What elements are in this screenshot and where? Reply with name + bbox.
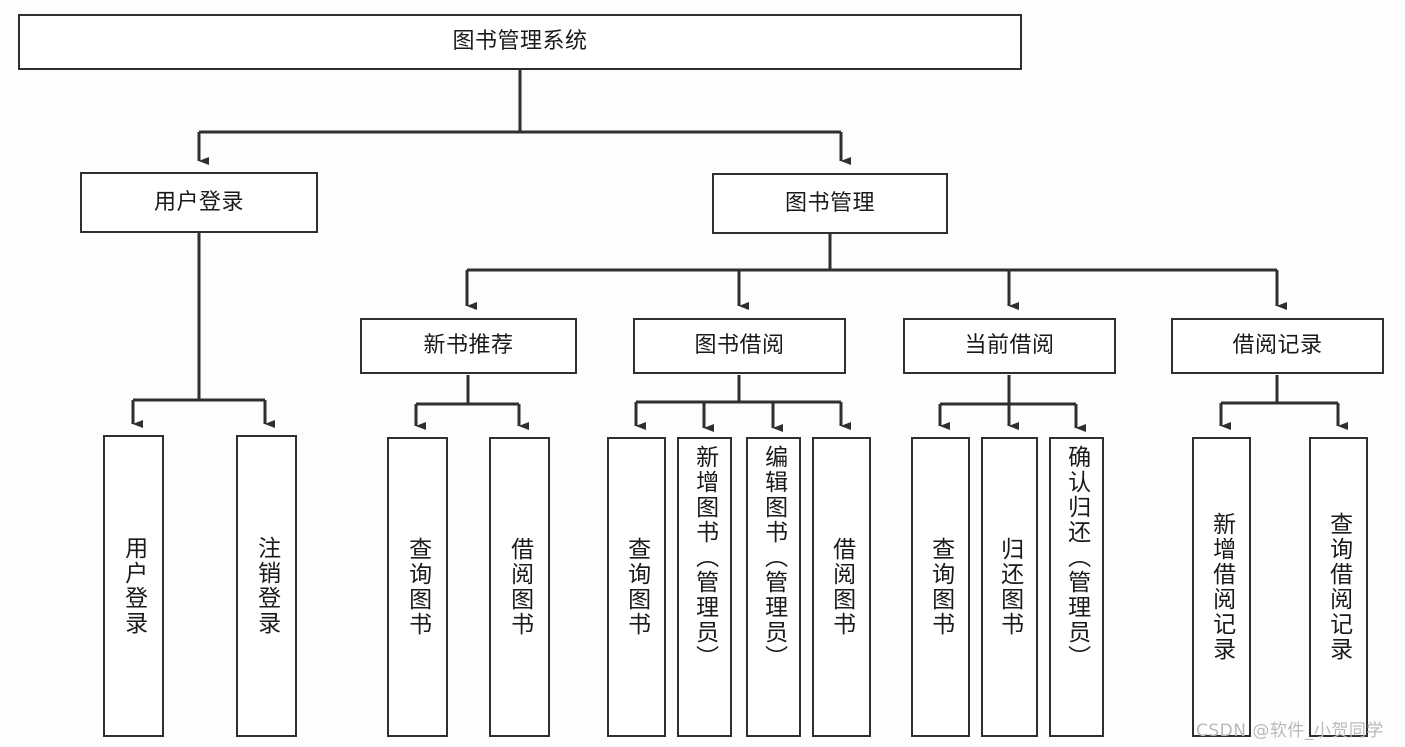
node-leaf-query-borrow-record[interactable]: 查询借阅记录 [1309, 437, 1368, 737]
node-new-book-recommend[interactable]: 新书推荐 [360, 318, 577, 374]
node-leaf-borrow-book-1-label: 借阅图书 [506, 537, 533, 637]
node-leaf-borrow-book-2[interactable]: 借阅图书 [812, 437, 871, 737]
node-leaf-borrow-book-1[interactable]: 借阅图书 [489, 437, 550, 737]
node-current-borrow[interactable]: 当前借阅 [903, 318, 1116, 374]
node-leaf-query-book-2[interactable]: 查询图书 [607, 437, 666, 737]
node-leaf-query-book-1[interactable]: 查询图书 [387, 437, 448, 737]
node-leaf-add-borrow-record-label: 新增借阅记录 [1208, 512, 1235, 662]
node-leaf-query-book-3-label: 查询图书 [927, 537, 954, 637]
node-leaf-add-book-admin[interactable]: 新增图书（管理员） [677, 437, 732, 737]
node-leaf-borrow-book-2-label: 借阅图书 [828, 537, 855, 637]
node-user-login-label: 用户登录 [153, 189, 244, 215]
node-book-manage-label: 图书管理 [784, 190, 875, 216]
node-leaf-edit-book-admin-label: 编辑图书（管理员） [760, 445, 787, 670]
node-leaf-edit-book-admin[interactable]: 编辑图书（管理员） [746, 437, 801, 737]
node-current-borrow-label: 当前借阅 [964, 333, 1055, 359]
node-book-borrow[interactable]: 图书借阅 [633, 318, 846, 374]
csdn-watermark: CSDN @软件_小贺同学 [1196, 721, 1384, 741]
node-root-system[interactable]: 图书管理系统 [18, 14, 1022, 70]
node-borrow-record-label: 借阅记录 [1232, 333, 1323, 359]
node-root-system-label: 图书管理系统 [452, 29, 588, 55]
node-book-borrow-label: 图书借阅 [694, 333, 785, 359]
node-borrow-record[interactable]: 借阅记录 [1171, 318, 1384, 374]
node-leaf-logout-login[interactable]: 注销登录 [236, 435, 297, 737]
node-leaf-add-book-admin-label: 新增图书（管理员） [691, 445, 718, 670]
node-leaf-user-login-label: 用户登录 [120, 536, 147, 636]
node-leaf-query-borrow-record-label: 查询借阅记录 [1325, 512, 1352, 662]
node-leaf-query-book-2-label: 查询图书 [623, 537, 650, 637]
node-leaf-confirm-return-admin-label: 确认归还（管理员） [1063, 445, 1090, 670]
node-leaf-query-book-1-label: 查询图书 [404, 537, 431, 637]
node-leaf-user-login[interactable]: 用户登录 [103, 435, 164, 737]
node-new-book-recommend-label: 新书推荐 [423, 333, 514, 359]
node-leaf-confirm-return-admin[interactable]: 确认归还（管理员） [1049, 437, 1104, 737]
node-book-manage[interactable]: 图书管理 [712, 173, 948, 234]
node-leaf-return-book[interactable]: 归还图书 [981, 437, 1038, 737]
node-user-login[interactable]: 用户登录 [80, 172, 318, 233]
node-leaf-add-borrow-record[interactable]: 新增借阅记录 [1192, 437, 1251, 737]
node-leaf-return-book-label: 归还图书 [996, 537, 1023, 637]
node-leaf-query-book-3[interactable]: 查询图书 [911, 437, 970, 737]
node-leaf-logout-login-label: 注销登录 [253, 536, 280, 636]
